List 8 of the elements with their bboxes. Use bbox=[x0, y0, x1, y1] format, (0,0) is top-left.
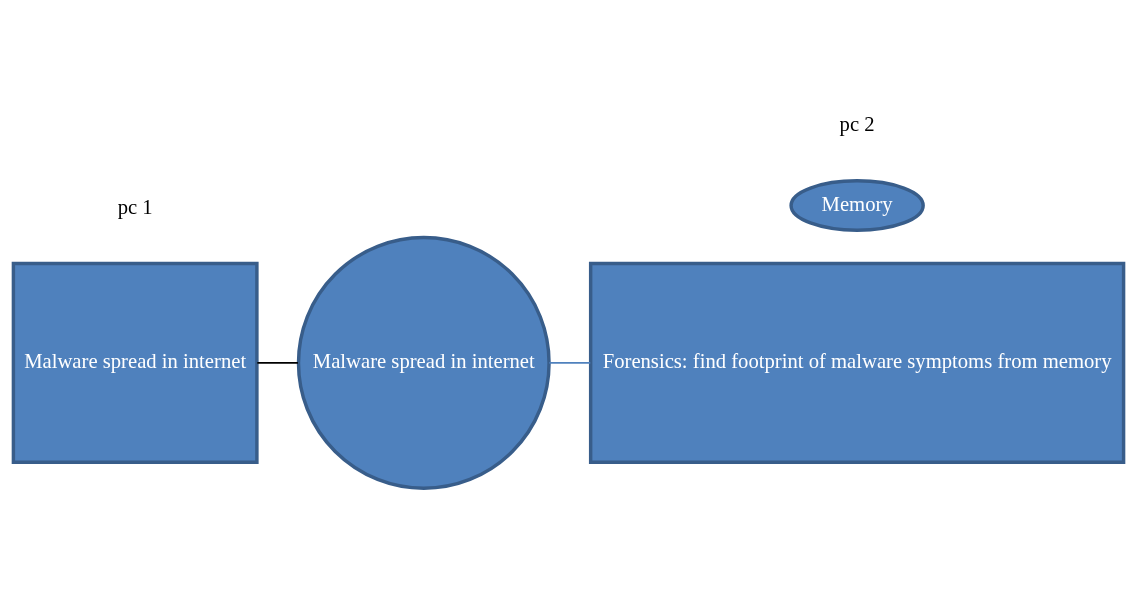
node-ellipse: Memory bbox=[789, 179, 925, 232]
node-box: Forensics: find footprint of malware symptoms from memory bbox=[588, 261, 1126, 464]
connector bbox=[256, 362, 299, 364]
label: pc 1 bbox=[117, 196, 153, 219]
node-box: Malware spread in internet bbox=[11, 261, 259, 464]
connector bbox=[548, 362, 592, 364]
label: pc 2 bbox=[839, 113, 875, 136]
node-circle: Malware spread in internet bbox=[296, 235, 551, 490]
